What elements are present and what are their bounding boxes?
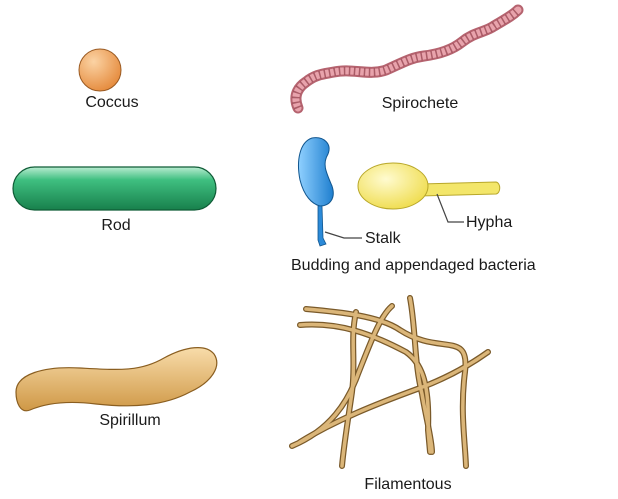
spirillum-cell: [16, 348, 217, 411]
budding-caption: Budding and appendaged bacteria: [291, 257, 536, 274]
hyphal-bacterium: [358, 163, 500, 209]
coccus-label: Coccus: [85, 94, 138, 111]
spirillum-label: Spirillum: [99, 412, 160, 429]
hypha-label: Hypha: [466, 214, 512, 231]
rod-label: Rod: [101, 217, 130, 234]
stalk-appendage: [318, 206, 326, 246]
stalk-leader-line: [325, 232, 362, 238]
filamentous-bacteria: [292, 298, 488, 466]
rod-cell: [13, 167, 216, 210]
stalk-label: Stalk: [365, 230, 402, 247]
spirochete-label: Spirochete: [382, 95, 459, 112]
stalked-bacterium: [299, 138, 334, 246]
filamentous-label: Filamentous: [364, 476, 451, 493]
coccus-cell: [79, 49, 121, 91]
spirochete-cell: [296, 10, 518, 108]
hypha-leader-line: [437, 194, 464, 222]
